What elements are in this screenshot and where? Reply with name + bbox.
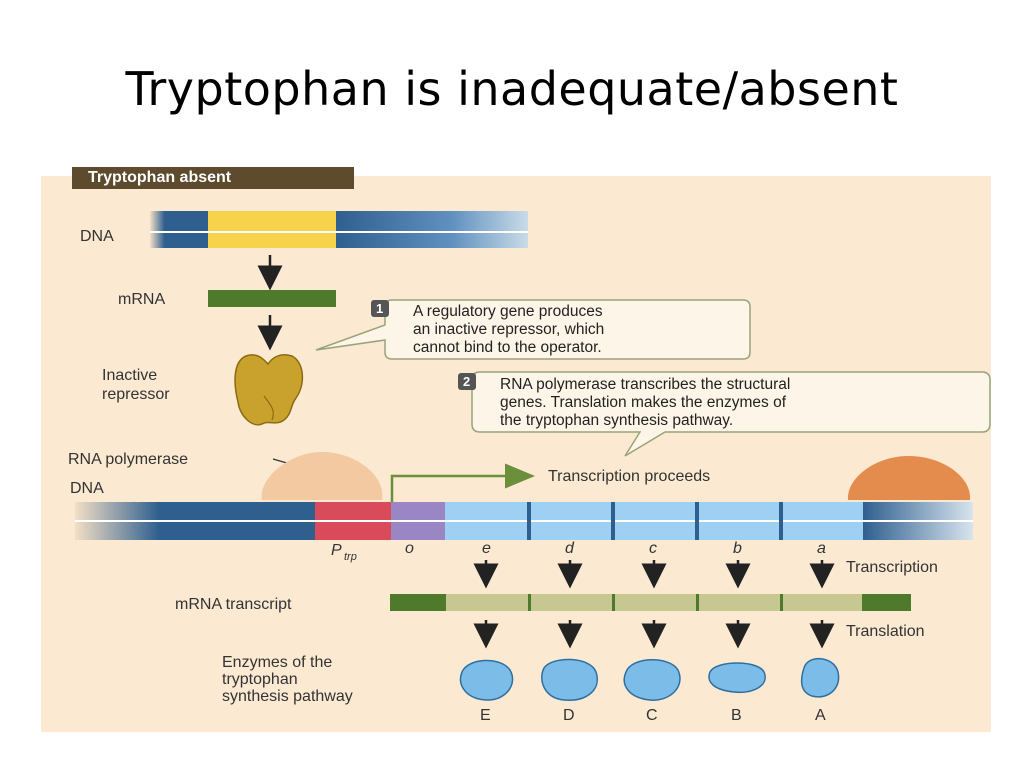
enzyme-c-shape (623, 659, 681, 701)
callout-1-line1: A regulatory gene produces (413, 303, 603, 320)
promoter-label: P (331, 542, 342, 559)
panel-header: Tryptophan absent (72, 167, 354, 189)
enzyme-label-b: B (731, 707, 742, 724)
enzyme-label-e: E (480, 707, 491, 724)
callout-1-line3: cannot bind to the operator. (413, 339, 602, 356)
rna-polymerase-shape (261, 452, 383, 500)
enzyme-label-c: C (646, 707, 658, 724)
gene-label-d: d (565, 540, 575, 557)
transcription-proceeds-label: Transcription proceeds (548, 468, 710, 485)
callout-1: 1 A regulatory gene produces an inactive… (315, 299, 751, 360)
gene-label-a: a (817, 540, 826, 557)
translation-arrows (473, 620, 835, 649)
gene-label-b: b (733, 540, 742, 557)
callout-2-line1: RNA polymerase transcribes the structura… (500, 376, 790, 393)
callout-1-line2: an inactive repressor, which (413, 321, 604, 338)
enzyme-a-shape (800, 658, 840, 698)
regulatory-dna (150, 211, 528, 248)
regulatory-mrna (208, 290, 336, 307)
rna-polymerase-label: RNA polymerase (68, 451, 188, 468)
mrna-transcript-label: mRNA transcript (175, 596, 292, 613)
enzyme-label-a: A (815, 707, 826, 724)
transcription-proceeds-arrow (390, 463, 535, 502)
gene-label-e: e (482, 540, 491, 557)
transcription-arrows (473, 560, 835, 589)
inactive-repressor-label-line1: Inactive (102, 367, 157, 384)
translation-label: Translation (846, 623, 925, 640)
callout-2-number: 2 (463, 374, 470, 389)
inactive-repressor-shape (234, 353, 304, 426)
enzyme-d-shape (541, 658, 598, 701)
slide-title: Tryptophan is inadequate/absent (125, 62, 899, 116)
dna-bottom-label: DNA (70, 480, 104, 497)
callout-1-number: 1 (376, 301, 383, 316)
enzymes-label-line3: synthesis pathway (222, 688, 353, 705)
promoter-subscript: trp (344, 551, 357, 563)
operon-dna (75, 502, 973, 540)
callout-1-badge (371, 300, 389, 317)
callout-2-badge (458, 373, 476, 390)
inactive-repressor-label-line2: repressor (102, 386, 170, 403)
rna-polymerase-right-shape (847, 456, 971, 500)
enzyme-b-shape (708, 662, 766, 694)
enzymes-label-line1: Enzymes of the (222, 654, 332, 671)
gene-label-c: c (649, 540, 657, 557)
callout-2: 2 RNA polymerase transcribes the structu… (458, 371, 991, 457)
callout-2-line2: genes. Translation makes the enzymes of (500, 394, 787, 411)
operator-label: o (405, 540, 414, 557)
enzymes-label-line2: tryptophan (222, 671, 298, 688)
mrna-transcript (390, 594, 911, 611)
enzyme-e-shape (459, 659, 514, 701)
enzyme-label-d: D (563, 707, 575, 724)
callout-2-line3: the tryptophan synthesis pathway. (500, 412, 733, 429)
transcription-label: Transcription (846, 559, 938, 576)
dna-top-label: DNA (80, 228, 114, 245)
mrna-top-label: mRNA (118, 291, 165, 308)
